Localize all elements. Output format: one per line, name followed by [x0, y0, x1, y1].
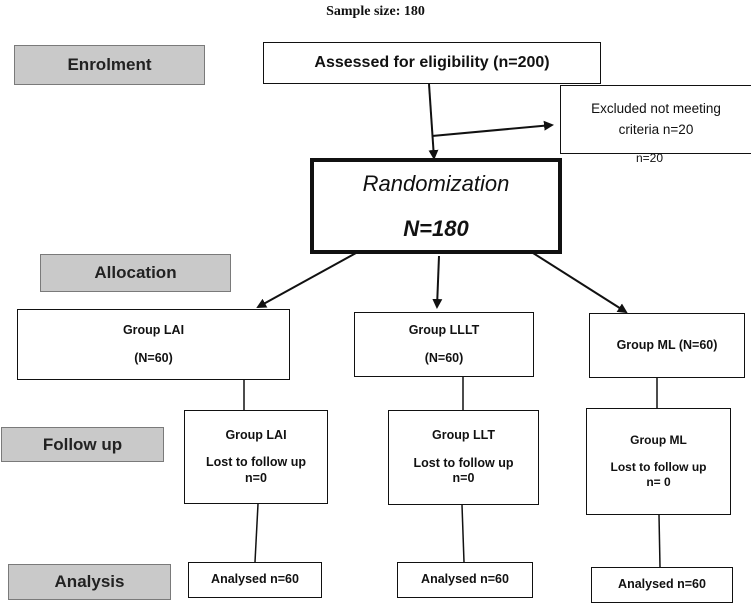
- stage-enrolment: Enrolment: [14, 45, 205, 85]
- group-lllt-name: Group LLLT: [408, 322, 480, 337]
- group-lllt-n: (N=60): [424, 350, 464, 365]
- stage-analysis: Analysis: [8, 564, 171, 600]
- line-ml-to-analysis: [658, 514, 661, 568]
- stage-follow-up: Follow up: [1, 427, 164, 462]
- group-lai-box: Group LAI (N=60): [17, 309, 290, 380]
- group-lllt-box: Group LLLT (N=60): [354, 312, 534, 377]
- excluded-stray-count: n=20: [636, 151, 664, 165]
- followup-lai-lost: Lost to follow up: [206, 455, 306, 470]
- followup-llt-n: n=0: [452, 471, 475, 486]
- analysed-llt-box: Analysed n=60: [397, 562, 533, 598]
- chart-title: Sample size: 180: [326, 4, 425, 19]
- arrow-assessed-to-randomization: [428, 83, 439, 160]
- followup-ml-n: n= 0: [646, 475, 671, 489]
- followup-lai-box: Group LAI Lost to follow up n=0: [184, 410, 328, 504]
- followup-ml-name: Group ML: [630, 433, 687, 447]
- analysed-lai-text: Analysed n=60: [211, 572, 299, 587]
- excluded-line1: Excluded not meeting: [591, 100, 721, 116]
- arrow-to-group-lai: [256, 252, 357, 308]
- arrow-to-excluded: [431, 120, 554, 137]
- analysed-llt-text: Analysed n=60: [421, 572, 509, 587]
- arrow-to-group-ml: [532, 252, 628, 314]
- group-ml-name: Group ML (N=60): [616, 337, 718, 352]
- randomization-label: Randomization: [362, 170, 510, 196]
- followup-lai-name: Group LAI: [225, 427, 287, 442]
- line-lllt-to-analysis: [461, 504, 465, 563]
- followup-llt-lost: Lost to follow up: [413, 455, 514, 470]
- randomization-n: N=180: [403, 216, 469, 241]
- followup-ml-lost: Lost to follow up: [610, 460, 707, 474]
- analysed-ml-text: Analysed n=60: [618, 577, 706, 592]
- followup-lai-n: n=0: [245, 470, 267, 485]
- randomization-box: Randomization N=180: [310, 158, 562, 254]
- group-lai-name: Group LAI: [122, 322, 185, 337]
- excluded-box: Excluded not meeting criteria n=20: [560, 85, 751, 154]
- line-lai-to-analysis: [254, 503, 259, 563]
- followup-llt-name: Group LLT: [432, 428, 495, 443]
- excluded-line2: criteria n=20: [618, 121, 694, 137]
- assessed-box: Assessed for eligibility (n=200): [263, 42, 601, 84]
- followup-ml-box: Group ML Lost to follow up n= 0: [586, 408, 731, 515]
- analysed-ml-box: Analysed n=60: [591, 567, 733, 603]
- assessed-text: Assessed for eligibility (n=200): [314, 54, 550, 71]
- group-lai-n: (N=60): [134, 350, 173, 365]
- followup-llt-box: Group LLT Lost to follow up n=0: [388, 410, 539, 505]
- group-ml-box: Group ML (N=60): [589, 313, 745, 378]
- arrow-to-group-lllt: [432, 255, 443, 309]
- analysed-lai-box: Analysed n=60: [188, 562, 322, 598]
- stage-allocation: Allocation: [40, 254, 231, 292]
